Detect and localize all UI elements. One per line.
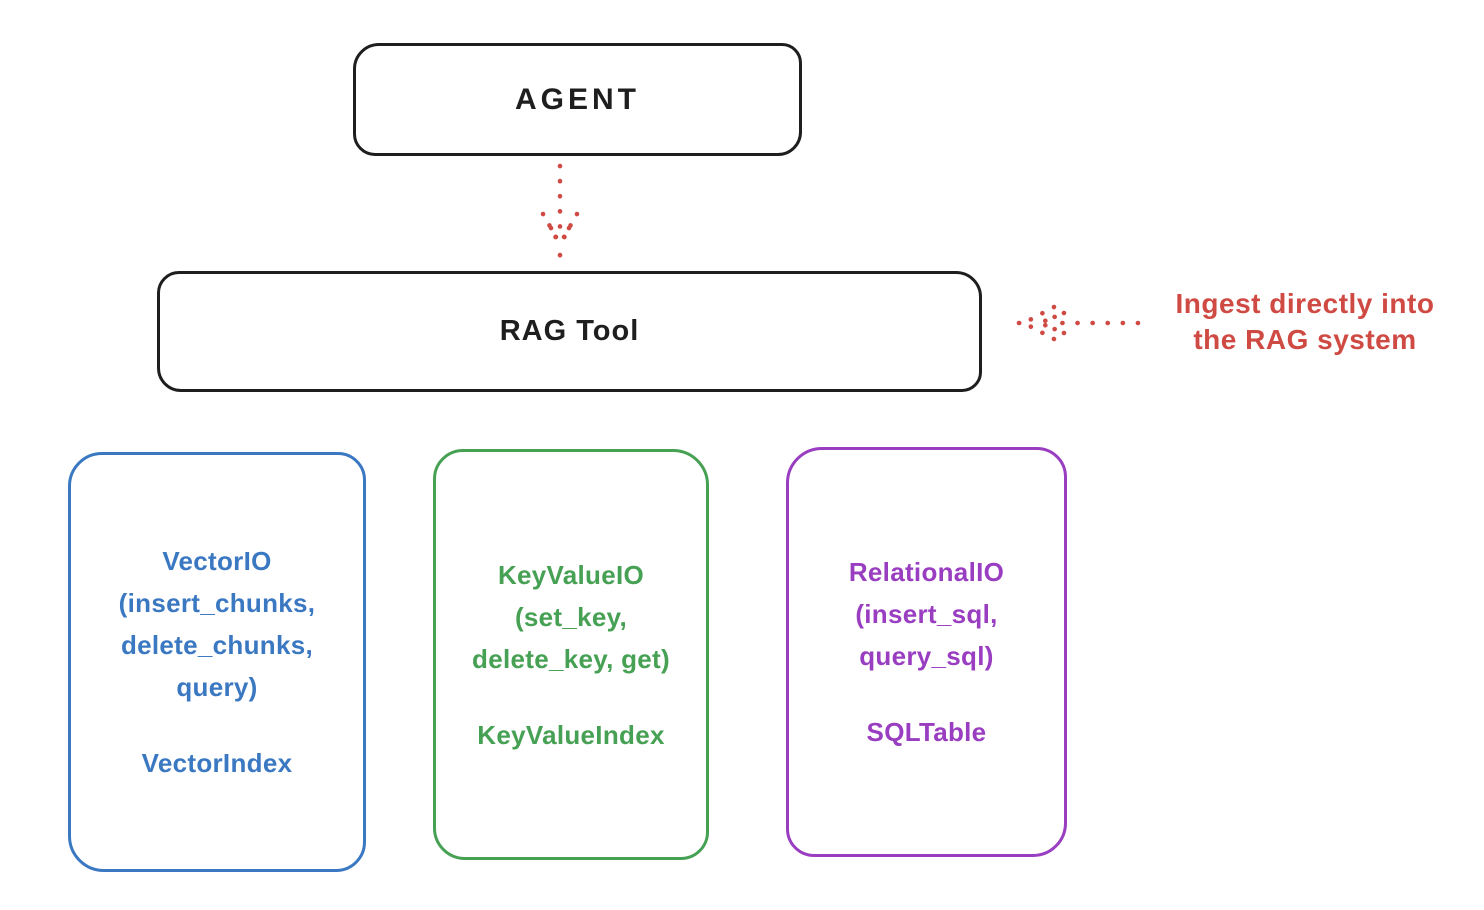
agent-node: AGENT — [353, 43, 802, 156]
keyvalueio-box: KeyValueIO (set_key, delete_key, get) Ke… — [433, 449, 709, 860]
relationalio-lines: RelationalIO (insert_sql, query_sql) — [849, 551, 1004, 677]
relationalio-line: query_sql) — [859, 641, 994, 671]
relationalio-box: RelationalIO (insert_sql, query_sql) SQL… — [786, 447, 1067, 857]
vectorio-line: (insert_chunks, — [118, 588, 316, 618]
ingest-annotation-line1: Ingest directly into — [1175, 288, 1435, 319]
rag-tool-label: RAG Tool — [499, 315, 640, 347]
relationalio-line: RelationalIO — [848, 557, 1005, 587]
rag-tool-node: RAG Tool — [157, 271, 982, 392]
vectorio-line: delete_chunks, — [120, 630, 314, 660]
keyvalueio-line: (set_key, — [514, 601, 628, 632]
keyvalueio-lines: KeyValueIO (set_key, delete_key, get) — [472, 554, 670, 680]
keyvalueio-line: delete_key, get) — [472, 643, 670, 674]
vectorio-line: VectorIO — [162, 546, 272, 576]
sqltable-label: SQLTable — [866, 717, 987, 747]
vectorindex-label: VectorIndex — [141, 748, 293, 778]
vectorio-line: query) — [176, 672, 258, 702]
agent-label: AGENT — [515, 82, 640, 116]
ingest-annotation: Ingest directly into the RAG system — [1140, 286, 1470, 358]
relationalio-line: (insert_sql, — [855, 599, 998, 629]
dotted-left-arrow-icon — [1016, 304, 1141, 342]
ingest-annotation-line2: the RAG system — [1193, 324, 1417, 355]
keyvalueindex-label: KeyValueIndex — [477, 719, 665, 750]
dotted-down-arrow-icon — [540, 163, 580, 258]
vectorio-box: VectorIO (insert_chunks, delete_chunks, … — [68, 452, 366, 872]
vectorio-lines: VectorIO (insert_chunks, delete_chunks, … — [119, 540, 316, 708]
keyvalueio-line: KeyValueIO — [497, 559, 645, 590]
